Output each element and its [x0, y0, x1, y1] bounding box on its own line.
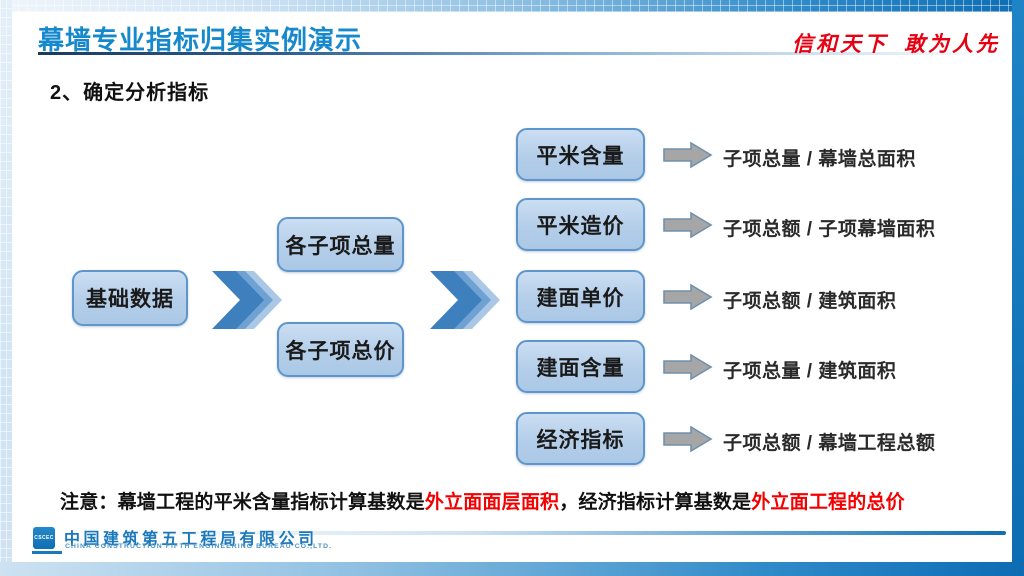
left-border-strip — [0, 0, 12, 576]
box-indicator-pm-cost: 平米造价 — [516, 198, 645, 251]
arrow-right-icon — [663, 141, 713, 169]
box-indicator-floor-unit-price: 建面单价 — [516, 270, 645, 323]
formula-economic: 子项总额 / 幕墙工程总额 — [723, 433, 936, 454]
formula-pm-content: 子项总量 / 幕墙总面积 — [723, 149, 916, 170]
note-highlight-2: 外立面工程的总价 — [751, 492, 905, 513]
note-middle: ，经济指标计算基数是 — [559, 492, 752, 513]
section-heading: 2、确定分析指标 — [50, 82, 210, 104]
footer-divider-line — [110, 531, 1006, 535]
arrow-right-icon — [663, 425, 713, 453]
formula-floor-content: 子项总量 / 建筑面积 — [723, 361, 897, 382]
company-motto: 信和天下敢为人先 — [792, 28, 1000, 58]
box-base-data: 基础数据 — [72, 270, 188, 326]
company-name-en: CHINA CONSTRUCTION FIFTH ENGINEERING BUR… — [65, 543, 333, 550]
page-title: 幕墙专业指标归集实例演示 — [38, 25, 363, 55]
chevron-right-icon — [212, 271, 282, 329]
motto-part1: 信和天下 — [792, 33, 888, 56]
box-subitem-price: 各子项总价 — [277, 322, 404, 377]
box-indicator-pm-content: 平米含量 — [516, 128, 645, 181]
note-highlight-1: 外立面面层面积 — [424, 492, 560, 513]
box-subitem-quantity: 各子项总量 — [277, 217, 404, 272]
right-border-bar — [1012, 0, 1024, 576]
company-logo: CSCEC — [33, 527, 55, 549]
bottom-border-band — [0, 562, 1024, 576]
formula-pm-cost: 子项总额 / 子项幕墙面积 — [723, 219, 936, 240]
note-text: 注意：幕墙工程的平米含量指标计算基数是外立面面层面积，经济指标计算基数是外立面工… — [60, 487, 905, 514]
box-indicator-floor-content: 建面含量 — [516, 340, 645, 393]
arrow-right-icon — [663, 353, 713, 381]
chevron-right-icon — [430, 271, 500, 329]
box-indicator-economic: 经济指标 — [516, 412, 645, 465]
logo-underline — [32, 551, 62, 554]
arrow-right-icon — [663, 211, 713, 239]
motto-part2: 敢为人先 — [904, 33, 1000, 56]
company-name-cn: 中国建筑第五工程局有限公司 — [64, 531, 318, 548]
title-underline — [38, 52, 1008, 55]
top-border-strip — [0, 0, 1024, 12]
note-prefix: 注意：幕墙工程的平米含量指标计算基数是 — [60, 492, 425, 513]
arrow-right-icon — [663, 283, 713, 311]
formula-floor-unit-price: 子项总额 / 建筑面积 — [723, 291, 897, 312]
